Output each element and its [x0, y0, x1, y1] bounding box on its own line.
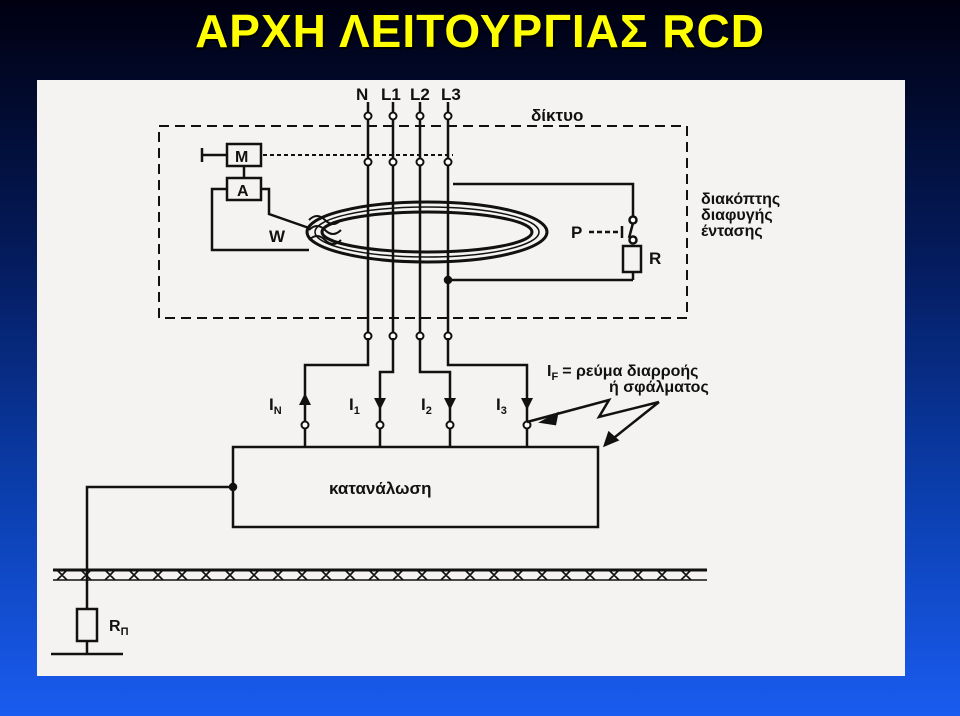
- current-i3-label: I3: [496, 395, 507, 417]
- terminal-l3-label: L3: [441, 85, 461, 104]
- current-in-label: IN: [269, 395, 282, 417]
- breaker-enclosure: [158, 125, 688, 319]
- terminal-l1-label: L1: [381, 85, 401, 104]
- fault-current-line-2: ή σφάλματος: [609, 379, 709, 396]
- load-label: κατανάλωση: [329, 479, 431, 498]
- fault-lightning: [526, 398, 660, 424]
- terminal-n-label: N: [356, 85, 368, 104]
- l3-feed: [446, 338, 529, 425]
- network-label: δίκτυο: [531, 106, 583, 125]
- resistor-label: R: [649, 249, 661, 268]
- test-resistor: [621, 244, 643, 274]
- earth-wire: [85, 485, 233, 609]
- breaker-label-line-3: έντασης: [701, 223, 763, 240]
- switch-contacts: [207, 154, 453, 167]
- breaker-label-line-1: διακόπτης: [701, 191, 780, 208]
- earth-resistor: [75, 607, 99, 643]
- current-i1-label: I1: [349, 395, 360, 417]
- breaker-label-line-2: διαφυγής: [701, 207, 773, 224]
- terminal-l2-label: L2: [410, 85, 430, 104]
- motor-label: M: [235, 149, 248, 166]
- amplifier-label: A: [237, 183, 249, 200]
- test-circuit-wire: [453, 182, 635, 217]
- lower-contacts: [363, 331, 453, 341]
- rcd-schematic: N L1 L2 L3 δίκτυο M A W P R διακόπτης δι…: [51, 85, 780, 656]
- load-box: [231, 445, 600, 529]
- sense-winding: [308, 215, 342, 245]
- current-arrows: [299, 393, 533, 410]
- current-transformer-core: [305, 200, 549, 264]
- winding-label: W: [269, 227, 286, 246]
- test-button-label: P: [571, 223, 582, 242]
- earth-resistor-label: RΠ: [109, 618, 129, 638]
- l1-feed: [378, 338, 395, 425]
- slide-title: ΑΡΧΗ ΛΕΙΤΟΥΡΓΙΑΣ RCD: [195, 5, 765, 57]
- ground-hatch: [56, 569, 692, 581]
- fault-current-line-1: IF= ρεύμα διαρροής: [547, 363, 699, 383]
- rcd-diagram: N L1 L2 L3 δίκτυο M A W P R διακόπτης δι…: [37, 80, 905, 676]
- current-i2-label: I2: [421, 395, 432, 417]
- upper-contacts: [363, 111, 453, 121]
